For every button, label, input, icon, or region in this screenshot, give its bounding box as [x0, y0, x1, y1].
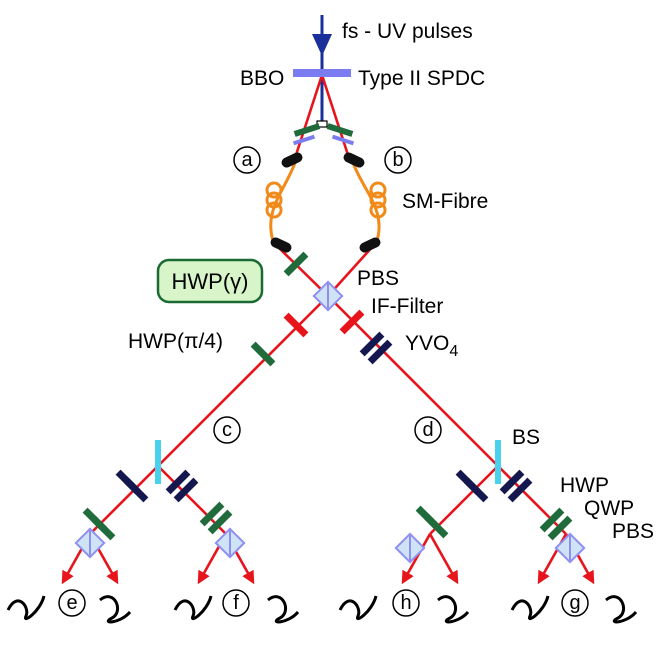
if-filter-label: IF-Filter	[371, 295, 443, 318]
port-b: b	[392, 149, 403, 171]
hwp-label: HWP	[560, 474, 609, 497]
fibre-coil-right	[369, 181, 387, 219]
pbs-center-label: PBS	[357, 267, 399, 290]
hwp-gamma-box	[156, 258, 264, 304]
bbo-crystal	[293, 69, 351, 77]
coupler-b-bottom	[359, 237, 381, 253]
source-arm-plates	[292, 123, 355, 146]
if-filter-right	[339, 309, 365, 335]
source-label: fs - UV pulses	[342, 20, 473, 43]
analysis-f	[165, 469, 246, 559]
port-f: f	[233, 592, 239, 614]
spdc-label: Type II SPDC	[358, 67, 485, 90]
coupler-a-top	[281, 152, 303, 168]
yvo4-plates	[359, 331, 393, 365]
yvo-label: YVO4	[405, 332, 458, 360]
bs-label: BS	[512, 426, 540, 449]
hwp-gamma-plate	[283, 251, 309, 277]
pbs-label: PBS	[612, 520, 654, 543]
coupler-a-bottom	[270, 237, 292, 253]
detector-fibres	[6, 595, 638, 624]
output-arrows	[61, 533, 595, 585]
pump-arrow-icon	[312, 34, 332, 56]
port-d: d	[422, 419, 433, 441]
analysis-g	[499, 469, 586, 564]
port-circles	[58, 146, 589, 617]
bs-right	[495, 440, 501, 484]
qwp-label: QWP	[584, 497, 634, 520]
fibre-couplers	[270, 152, 381, 253]
port-h: h	[400, 592, 411, 614]
port-e: e	[66, 592, 77, 614]
port-c: c	[222, 419, 232, 441]
port-g: g	[569, 592, 580, 614]
analysis-e	[74, 469, 149, 559]
hwp-pi4-label: HWP(π/4)	[128, 330, 223, 353]
port-a: a	[241, 149, 253, 171]
analysis-h	[394, 469, 489, 564]
bs-left	[155, 440, 161, 484]
hwp-gamma-label: HWP(γ)	[172, 269, 249, 294]
if-filter-left	[283, 312, 309, 338]
pbs-center-cube	[312, 280, 344, 312]
fibre-label: SM-Fibre	[402, 190, 488, 213]
hwp-pi4-plate	[250, 341, 276, 367]
bbo-label: BBO	[240, 67, 284, 90]
fibre-coil-left	[265, 181, 283, 219]
sm-fibres	[265, 159, 387, 245]
coupler-b-top	[343, 152, 365, 168]
